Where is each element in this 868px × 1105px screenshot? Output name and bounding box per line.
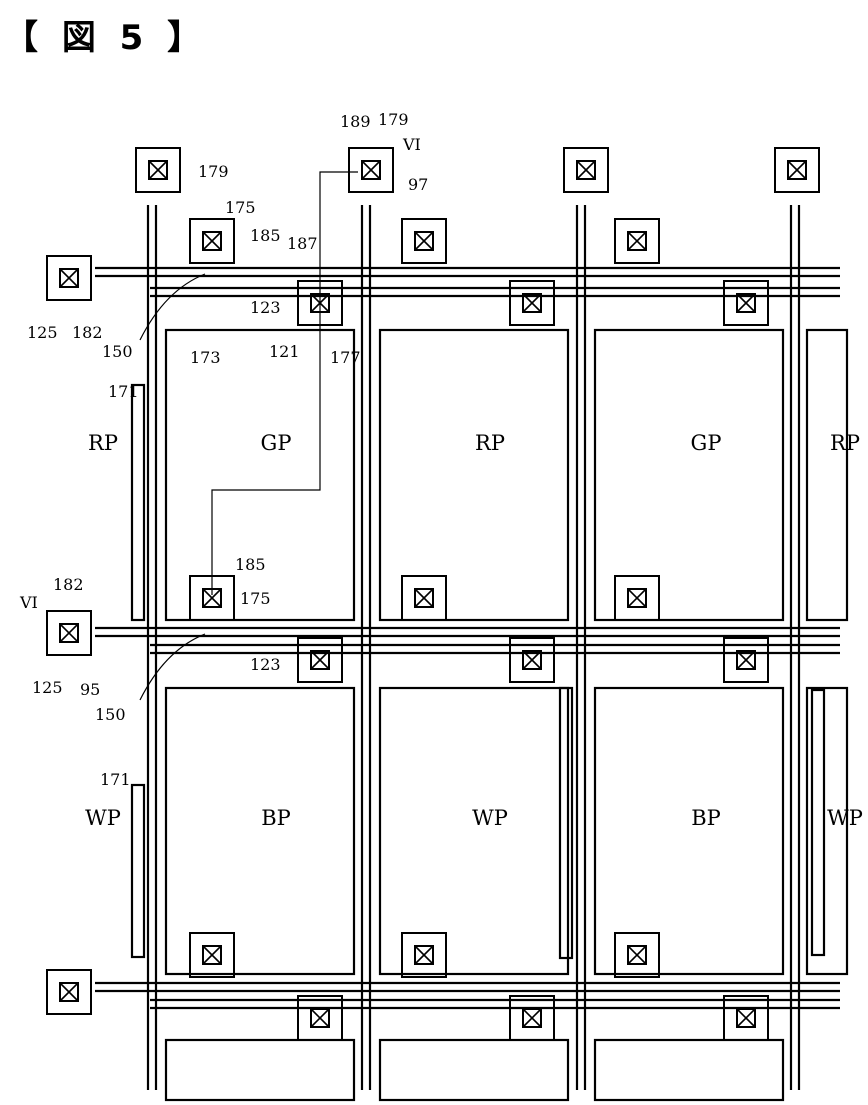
ref-label-95: 95 xyxy=(80,680,100,699)
contact-pad xyxy=(47,970,91,1014)
ref-label-175: 175 xyxy=(225,198,256,217)
contact-pad xyxy=(136,148,180,192)
contact-pad xyxy=(298,996,342,1040)
ref-label-171: 171 xyxy=(100,770,131,789)
pixel-label: WP xyxy=(472,806,508,830)
pixel-label: RP xyxy=(88,431,118,455)
ref-label-177: 177 xyxy=(330,348,361,367)
ref-label-182: 182 xyxy=(72,323,103,342)
ref-label-VI: VI xyxy=(19,593,38,612)
ref-label-185: 185 xyxy=(235,555,266,574)
ref-label-179: 179 xyxy=(198,162,229,181)
ref-label-123: 123 xyxy=(250,298,281,317)
ref-label-97: 97 xyxy=(408,175,428,194)
pixel-label: RP xyxy=(830,431,860,455)
ref-label-150: 150 xyxy=(102,342,133,361)
contact-pad xyxy=(402,933,446,977)
pixel-labels: RP GP RP GP RP WP BP WP BP WP xyxy=(85,431,863,830)
ref-label-121: 121 xyxy=(269,342,300,361)
contact-pad xyxy=(47,256,91,300)
contact-pad xyxy=(724,996,768,1040)
contact-pad xyxy=(564,148,608,192)
ref-label-173: 173 xyxy=(190,348,221,367)
pixel-label: GP xyxy=(261,431,292,455)
pixel-label: RP xyxy=(475,431,505,455)
pixel-label: BP xyxy=(691,806,721,830)
ref-label-182: 182 xyxy=(53,575,84,594)
pixel-label: WP xyxy=(827,806,863,830)
contact-pad xyxy=(402,576,446,620)
contact-pad xyxy=(510,996,554,1040)
ref-label-179: 179 xyxy=(378,110,409,129)
ref-label-125: 125 xyxy=(27,323,58,342)
contact-pad xyxy=(190,219,234,263)
contact-pad xyxy=(615,933,659,977)
contact-pad xyxy=(615,576,659,620)
ref-label-171: 171 xyxy=(108,382,139,401)
ref-label-187: 187 xyxy=(287,234,318,253)
ref-label-189: 189 xyxy=(340,112,371,131)
ref-label-150: 150 xyxy=(95,705,126,724)
contact-pad xyxy=(615,219,659,263)
pixel-label: BP xyxy=(261,806,291,830)
pixel-label: WP xyxy=(85,806,121,830)
ref-label-175: 175 xyxy=(240,589,271,608)
contact-pad xyxy=(775,148,819,192)
pixel-label: GP xyxy=(691,431,722,455)
data-lines xyxy=(148,205,799,1090)
ref-label-123: 123 xyxy=(250,655,281,674)
contact-pad xyxy=(349,148,393,192)
contact-pad xyxy=(190,933,234,977)
contact-pads xyxy=(47,148,819,1040)
contact-pad xyxy=(402,219,446,263)
ref-label-125: 125 xyxy=(32,678,63,697)
ref-label-VI: VI xyxy=(402,135,421,154)
contact-pad xyxy=(47,611,91,655)
ref-label-185: 185 xyxy=(250,226,281,245)
